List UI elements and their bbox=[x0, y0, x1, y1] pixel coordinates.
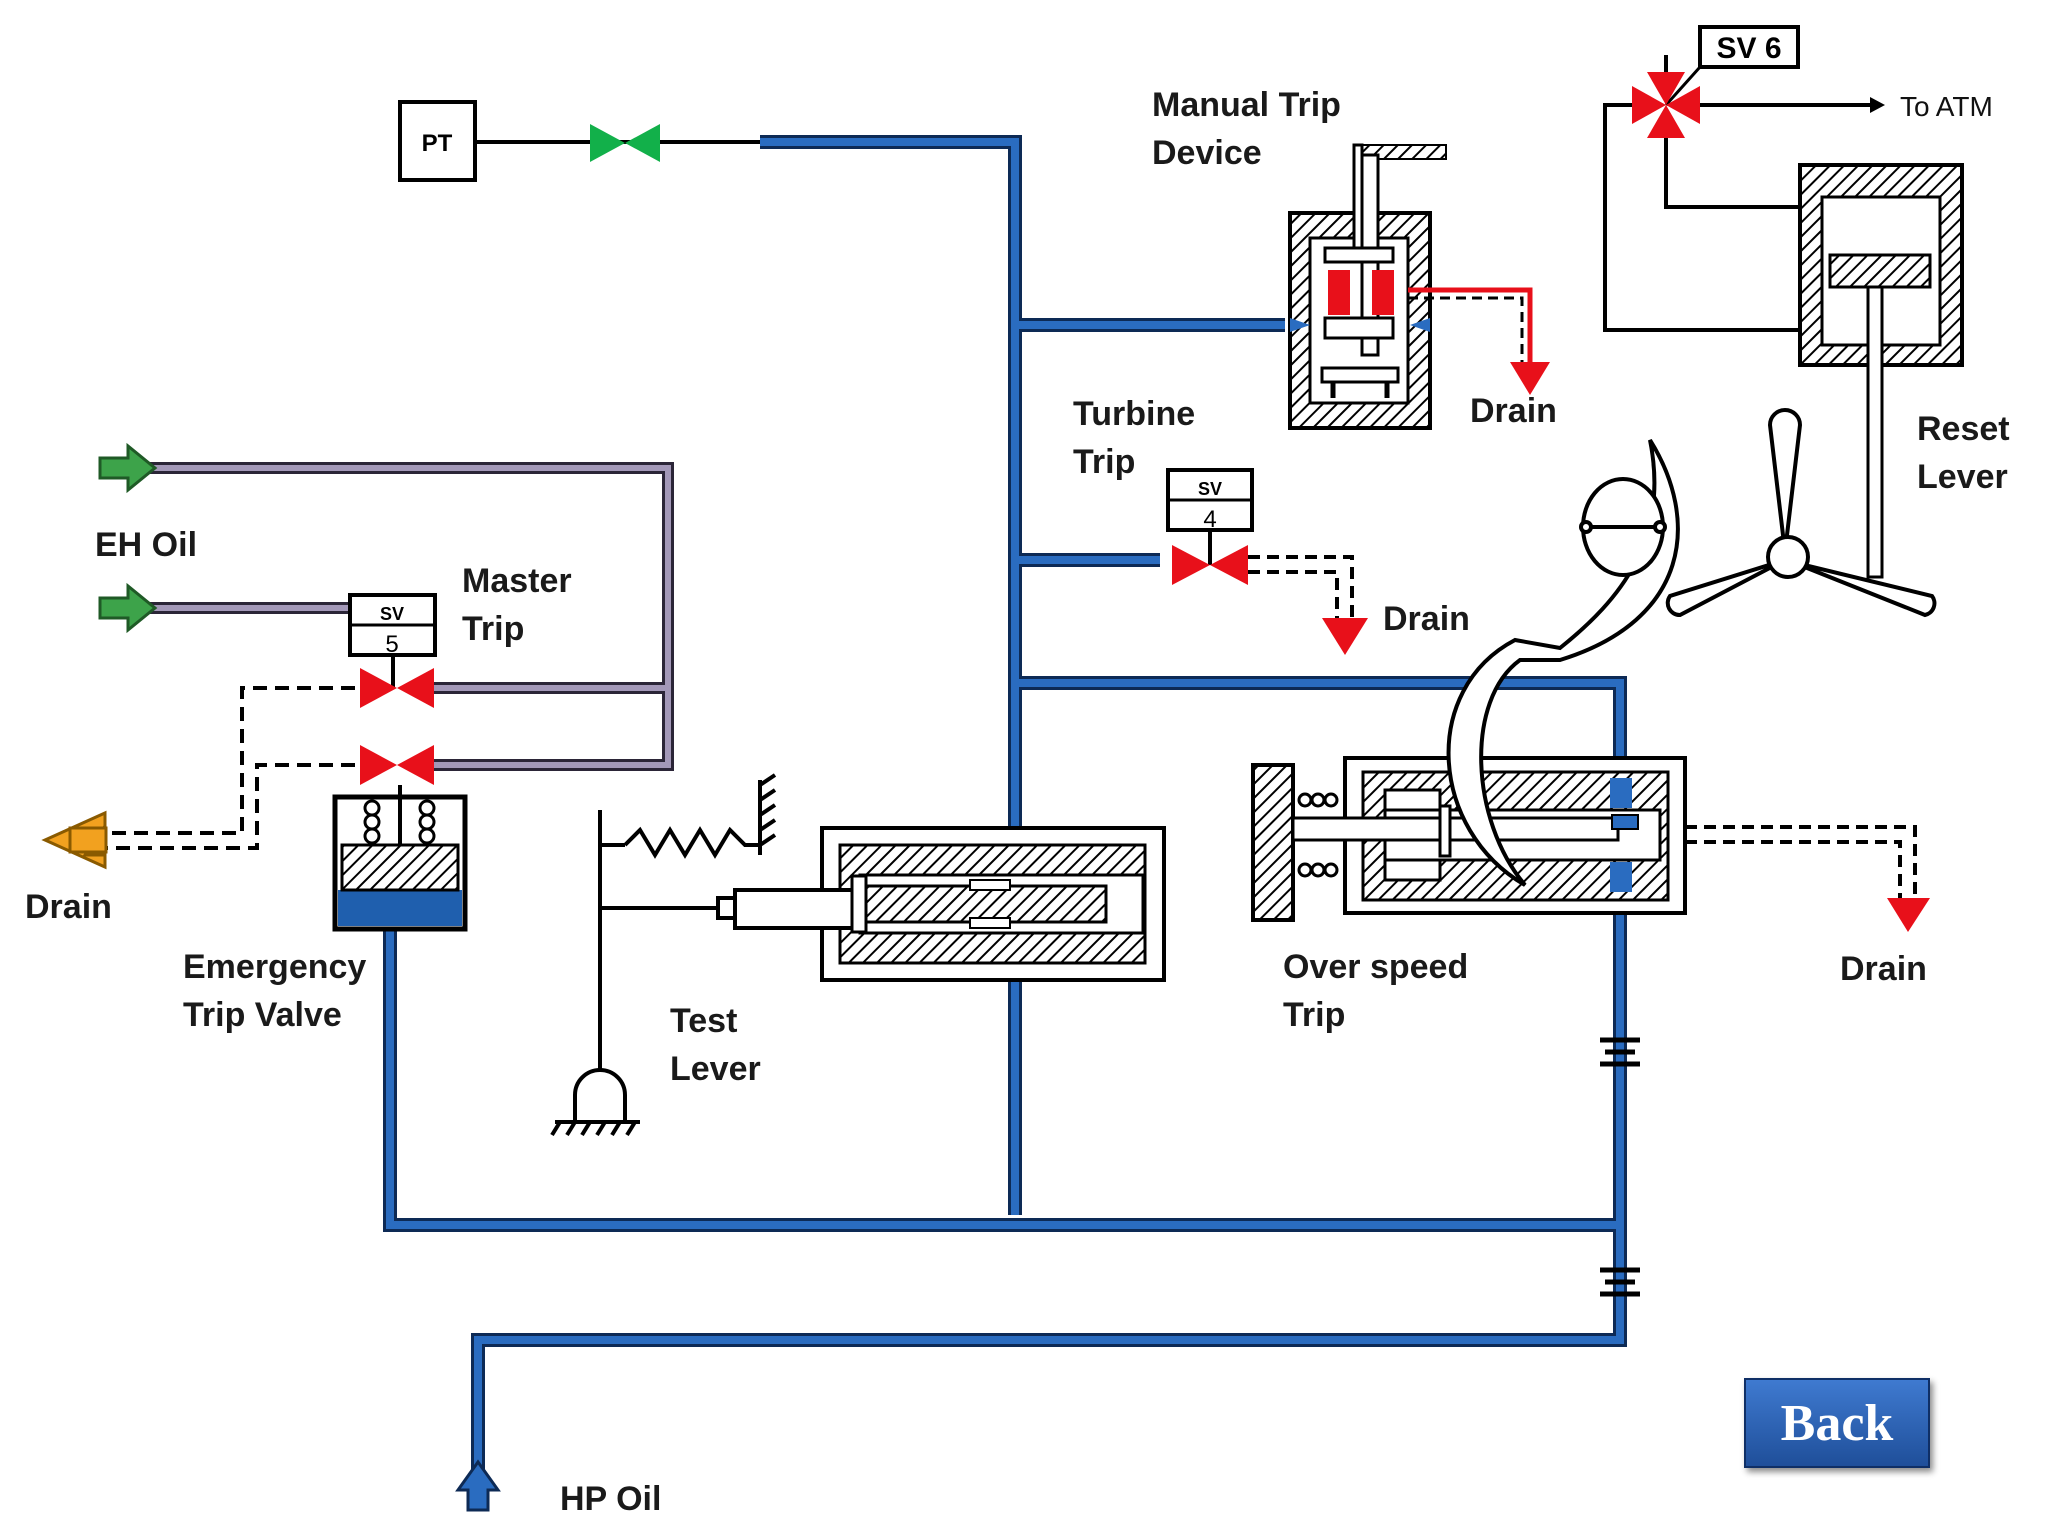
overspeed-drain-line bbox=[1685, 825, 1917, 900]
overspeed-hook bbox=[1446, 438, 1680, 887]
hp-oil-label: HP Oil bbox=[560, 1480, 661, 1518]
turbine-drain-arrow bbox=[1322, 618, 1368, 655]
to-atm-arrow bbox=[1870, 97, 1885, 113]
reset-lever-label-1: Reset bbox=[1917, 410, 2010, 448]
sv4-label: SV bbox=[1198, 479, 1222, 499]
eh-oil-piping bbox=[140, 462, 674, 771]
drain-right-label: Drain bbox=[1840, 950, 1927, 988]
manual-trip-device bbox=[1288, 143, 1447, 430]
eh-oil-inlet-arrow-bottom bbox=[98, 582, 158, 634]
test-valve-body bbox=[733, 826, 1166, 982]
pt-instrument-line: PT bbox=[398, 100, 760, 182]
manual-trip-drain-line bbox=[1408, 287, 1550, 395]
master-trip-label-2: Trip bbox=[462, 610, 524, 648]
overspeed-label-2: Trip bbox=[1283, 996, 1345, 1034]
orifice-upper bbox=[1600, 1037, 1640, 1067]
to-atm-label: To ATM bbox=[1900, 91, 1993, 122]
emergency-trip-valve bbox=[332, 785, 468, 932]
turbine-trip-label-2: Trip bbox=[1073, 443, 1135, 481]
sv5-solenoid: SV 5 bbox=[348, 593, 437, 688]
master-trip-valve-lower bbox=[360, 745, 434, 785]
hp-oil-inlet-arrow bbox=[455, 1459, 501, 1512]
test-lever-label-2: Lever bbox=[670, 1050, 761, 1088]
green-isolation-valve bbox=[590, 124, 660, 162]
master-trip-drain-lines bbox=[85, 686, 355, 850]
overspeed-drain-arrow bbox=[1887, 898, 1930, 932]
eh-oil-label: EH Oil bbox=[95, 526, 197, 564]
turbine-trip-label-1: Turbine bbox=[1073, 395, 1195, 433]
sv4-solenoid: SV 4 bbox=[1166, 468, 1254, 565]
back-button[interactable]: Back bbox=[1744, 1378, 1930, 1468]
reset-lever-label-2: Lever bbox=[1917, 458, 2008, 496]
reset-lines bbox=[1603, 55, 1870, 332]
pt-label: PT bbox=[422, 130, 453, 157]
turbine-trip-drain-line bbox=[1248, 555, 1354, 620]
reset-lever-rotor bbox=[1665, 408, 1937, 618]
test-lever-label-1: Test bbox=[670, 1002, 737, 1040]
orifice-lower bbox=[1600, 1267, 1640, 1297]
sv4-number: 4 bbox=[1203, 506, 1216, 533]
emergency-trip-label-2: Trip Valve bbox=[183, 996, 342, 1034]
overspeed-label-1: Over speed bbox=[1283, 948, 1468, 986]
reset-cylinder bbox=[1798, 163, 1964, 579]
master-trip-label-1: Master bbox=[462, 562, 572, 600]
sv5-number: 5 bbox=[385, 631, 398, 658]
master-trip-valve-upper bbox=[360, 668, 434, 708]
sv6-three-way-valve bbox=[1632, 72, 1700, 138]
turbine-trip-valve bbox=[1172, 545, 1248, 585]
sv6-label: SV 6 bbox=[1716, 32, 1781, 65]
emergency-trip-label-1: Emergency bbox=[183, 948, 366, 986]
drain-turbine-label: Drain bbox=[1383, 600, 1470, 638]
manual-trip-label-1: Manual Trip bbox=[1152, 86, 1341, 124]
drain-left-label: Drain bbox=[25, 888, 112, 926]
eh-oil-inlet-arrow-top bbox=[98, 442, 158, 494]
left-drain-arrow bbox=[41, 810, 108, 870]
manual-trip-label-2: Device bbox=[1152, 134, 1262, 172]
sv5-label: SV bbox=[380, 604, 404, 624]
pressure-transmitter-box bbox=[398, 100, 477, 182]
sv6-solenoid: SV 6 bbox=[1664, 25, 1800, 107]
test-lever-mechanism bbox=[550, 773, 777, 1137]
drain-manual-label: Drain bbox=[1470, 392, 1557, 430]
